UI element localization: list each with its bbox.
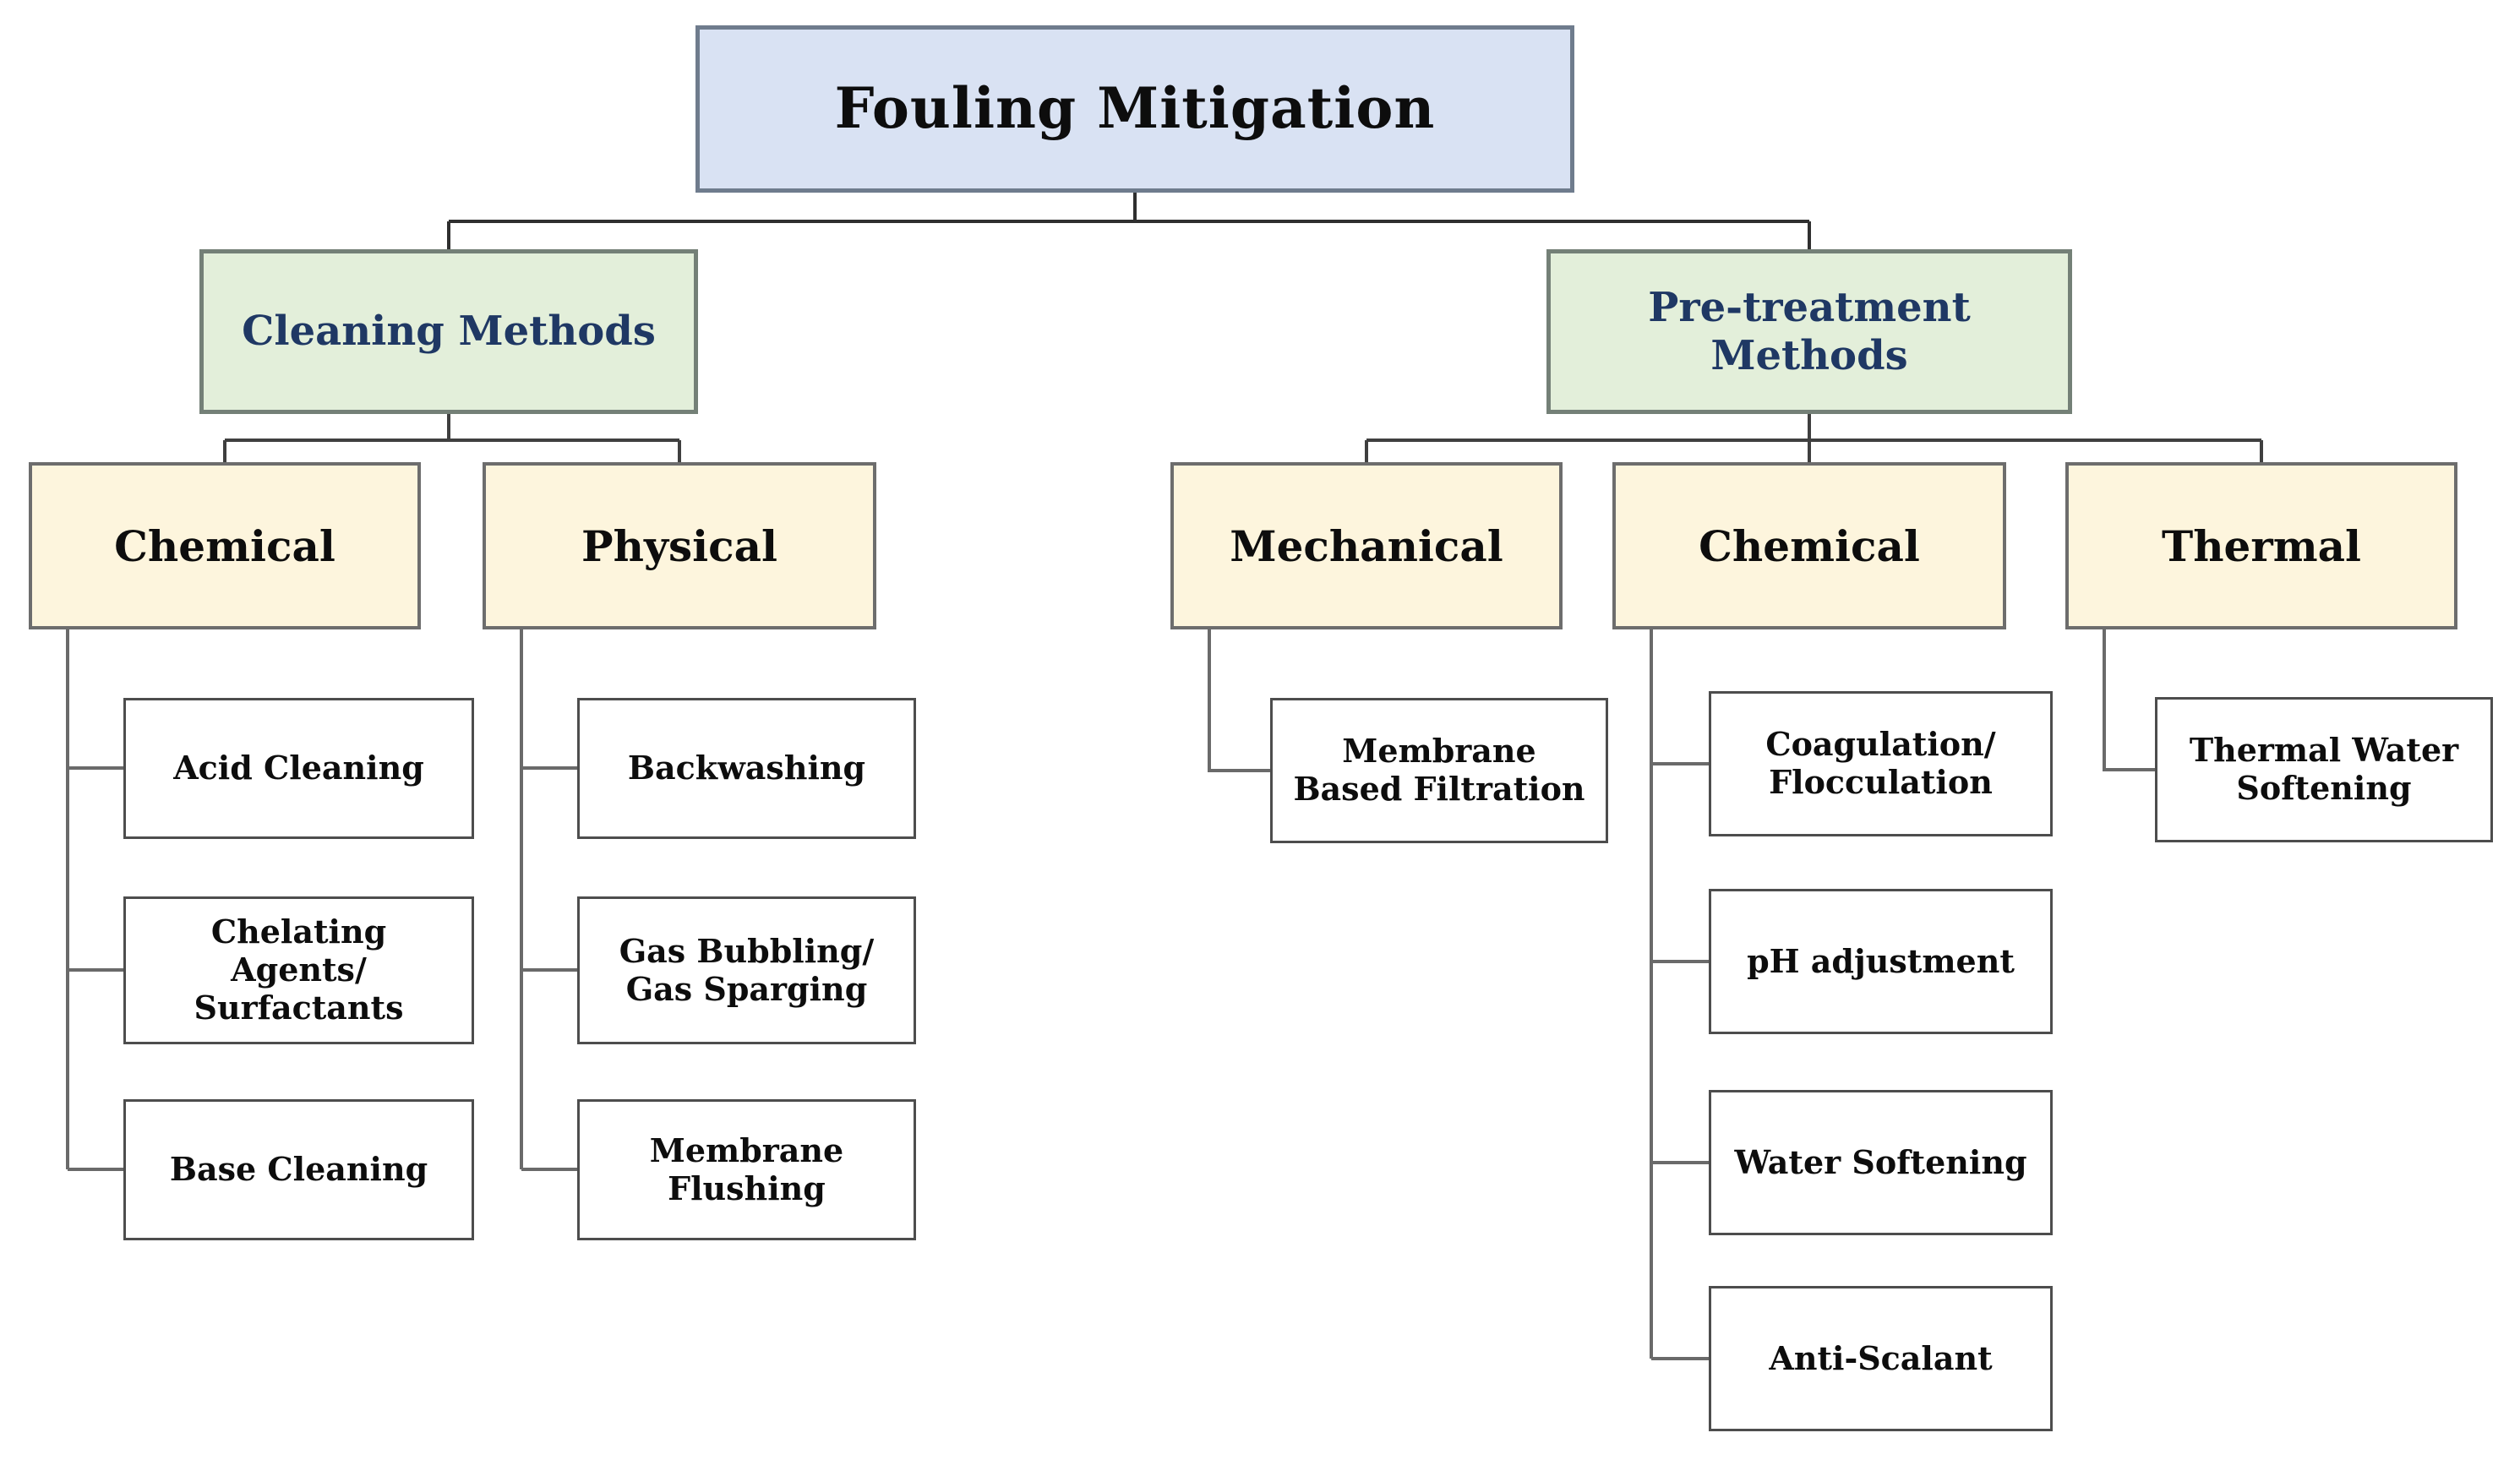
connector-cleaning-to-categories — [223, 414, 681, 462]
node-pre-thermal: Thermal — [2065, 462, 2457, 629]
node-acid-cleaning: Acid Cleaning — [123, 698, 474, 839]
connector-pretreatment-to-categories — [1365, 414, 2263, 462]
connector-physical-children — [520, 629, 577, 1171]
node-gas-bubbling-sparging: Gas Bubbling/ Gas Sparging — [577, 896, 916, 1044]
node-backwashing: Backwashing — [577, 698, 916, 839]
connector-mechanical-children — [1208, 629, 1270, 772]
node-anti-scalant: Anti-Scalant — [1709, 1286, 2053, 1431]
connector-pretreatment-chemical-children — [1650, 629, 1709, 1360]
node-cleaning-physical: Physical — [483, 462, 876, 629]
node-pre-chemical: Chemical — [1612, 462, 2006, 629]
node-cleaning-chemical: Chemical — [29, 462, 421, 629]
node-cleaning-methods: Cleaning Methods — [199, 249, 698, 414]
node-base-cleaning: Base Cleaning — [123, 1099, 474, 1240]
connector-cleaning-chemical-children — [66, 629, 123, 1171]
node-membrane-based-filtration: Membrane Based Filtration — [1270, 698, 1608, 843]
node-coagulation-flocculation: Coagulation/ Flocculation — [1709, 691, 2053, 836]
node-fouling-mitigation: Fouling Mitigation — [695, 25, 1574, 193]
node-water-softening: Water Softening — [1709, 1090, 2053, 1235]
node-membrane-flushing: Membrane Flushing — [577, 1099, 916, 1240]
node-pre-mechanical: Mechanical — [1170, 462, 1563, 629]
connector-root-to-branches — [447, 193, 1811, 251]
node-thermal-water-softening: Thermal Water Softening — [2155, 697, 2493, 842]
node-pretreatment-methods: Pre-treatment Methods — [1546, 249, 2072, 414]
node-ph-adjustment: pH adjustment — [1709, 889, 2053, 1034]
node-chelating-agents-surfactants: Chelating Agents/ Surfactants — [123, 896, 474, 1044]
connector-thermal-children — [2103, 629, 2155, 771]
